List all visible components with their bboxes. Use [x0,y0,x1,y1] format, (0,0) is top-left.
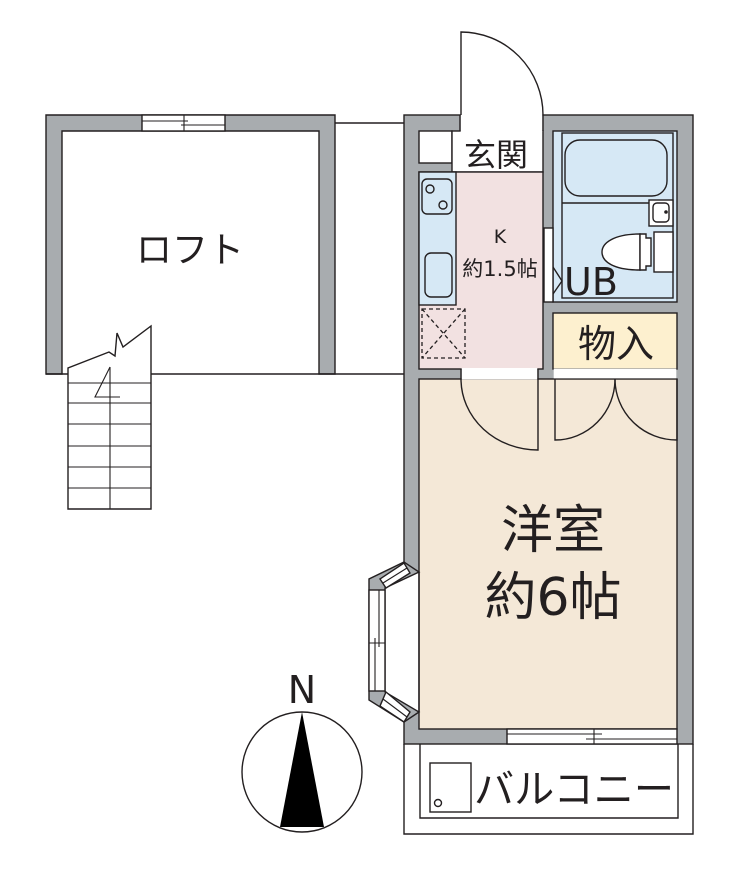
balcony-outer-edge [403,744,694,835]
loft: ロフト [45,114,404,375]
balcony: バルコニー [403,744,694,835]
bay-window [368,561,421,723]
kitchen-label: K [494,226,507,248]
entrance [451,31,544,173]
balcony-inner-edge [419,744,679,819]
bay-window-pane-bottom-glass [382,698,408,718]
unit: 玄関 K 約1.5帖 UB 物入 洋室 約6帖 [368,31,694,745]
kitchen-door-opening [461,368,538,380]
shoe-cabinet [418,130,453,164]
balcony-label: バルコニー [474,767,674,813]
washer-space-icon [421,308,466,359]
bathtub-icon [564,139,668,197]
unit-bath-door-opening [543,227,554,303]
stairs-direction-arrow [94,366,120,398]
toilet-seat-hinge [639,233,652,271]
storage-door-right [614,378,678,441]
bay-opening [402,572,420,712]
washer-cross [421,308,466,359]
kitchen [418,171,544,370]
washbasin-drain [664,210,668,214]
washer-box [421,308,466,359]
washbasin-bowl [652,202,670,223]
stove-top [421,178,453,215]
south-window-panes [507,729,677,744]
storage-door-opening [553,368,677,379]
ac-unit-fan [433,798,443,808]
stairs-treads [68,367,151,509]
unit-bath-folding-door [552,266,563,295]
loft-window [141,114,226,132]
bay-window-pane-top-glass [382,567,408,584]
north-arrow-icon [280,712,324,827]
south-window [506,728,678,745]
storage-label: 物入 [578,322,654,366]
loft-window-panes [142,115,225,131]
toilet-icon [601,231,674,273]
kitchen-sink-icon [424,252,453,298]
compass-north-label: N [288,668,316,712]
toilet-bowl [601,233,641,271]
entrance-jambs [459,115,544,131]
western-room-floor [418,378,678,730]
kitchen-size: 約1.5帖 [462,257,537,281]
western-room-label: 洋室 [501,501,605,561]
western-room-door [460,369,539,451]
bay-window-pane-side [368,589,386,692]
entrance-door [460,31,544,116]
washbasin-icon [648,199,674,227]
unit-bath [543,130,678,303]
entrance-door-opening [460,113,543,132]
bay-window-pane-side-glass [369,590,385,691]
bay-window-pane-bottom [379,690,411,723]
burner-2 [438,200,448,210]
loft-label: ロフト [136,230,244,271]
entrance-label: 玄関 [464,136,528,174]
unit-bath-label: UB [564,260,618,304]
stove-icon [421,178,453,215]
ac-unit-box [429,762,472,813]
ac-unit-icon [429,762,472,813]
storage-door-left [554,378,616,441]
toilet-tank [653,231,674,273]
burner-1 [425,184,435,194]
western-room-size: 約6帖 [484,568,621,628]
western-room [418,368,678,745]
loft-floor [62,131,319,374]
stairs-icon [67,324,152,510]
south-window-frame [506,728,678,745]
compass-icon: N [241,668,363,833]
